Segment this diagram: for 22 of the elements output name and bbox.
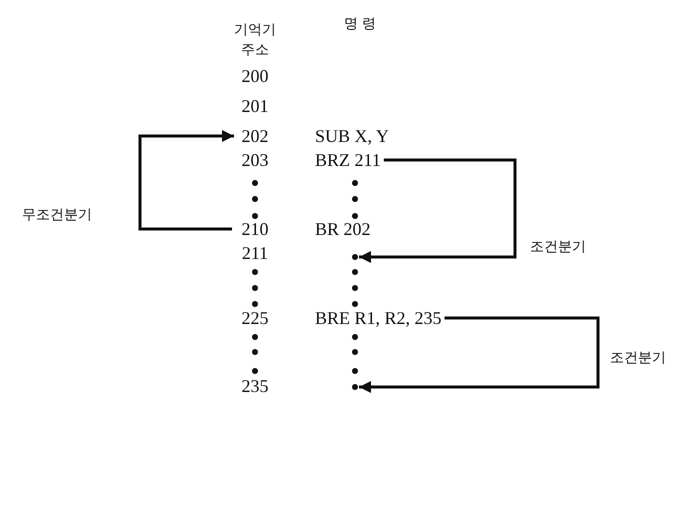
column-header: 기억기 주소 <box>233 21 277 60</box>
instruction-text: SUB X, Y <box>315 125 389 147</box>
address-number: 202 <box>235 125 275 147</box>
branch-arrow <box>359 316 600 393</box>
edge-label: 조건분기 <box>530 238 586 257</box>
edge-label: 무조건분기 <box>22 206 92 225</box>
address-number: 210 <box>235 218 275 240</box>
branch-arrow <box>138 130 234 230</box>
address-number: 235 <box>240 375 270 397</box>
address-number: 200 <box>240 65 270 87</box>
address-number: 211 <box>240 242 270 264</box>
edge-label: 조건분기 <box>610 349 666 368</box>
address-number: 203 <box>240 149 270 171</box>
target-dot <box>352 384 358 390</box>
instruction-text: BR 202 <box>315 218 371 240</box>
address-number: 225 <box>240 307 270 329</box>
address-number: 201 <box>240 95 270 117</box>
column-header: 명 령 <box>342 15 378 34</box>
instruction-text: BRZ 211 <box>315 149 381 171</box>
branch-arrow <box>359 158 516 263</box>
instruction-text: BRE R1, R2, 235 <box>315 307 442 329</box>
target-dot <box>352 254 358 260</box>
